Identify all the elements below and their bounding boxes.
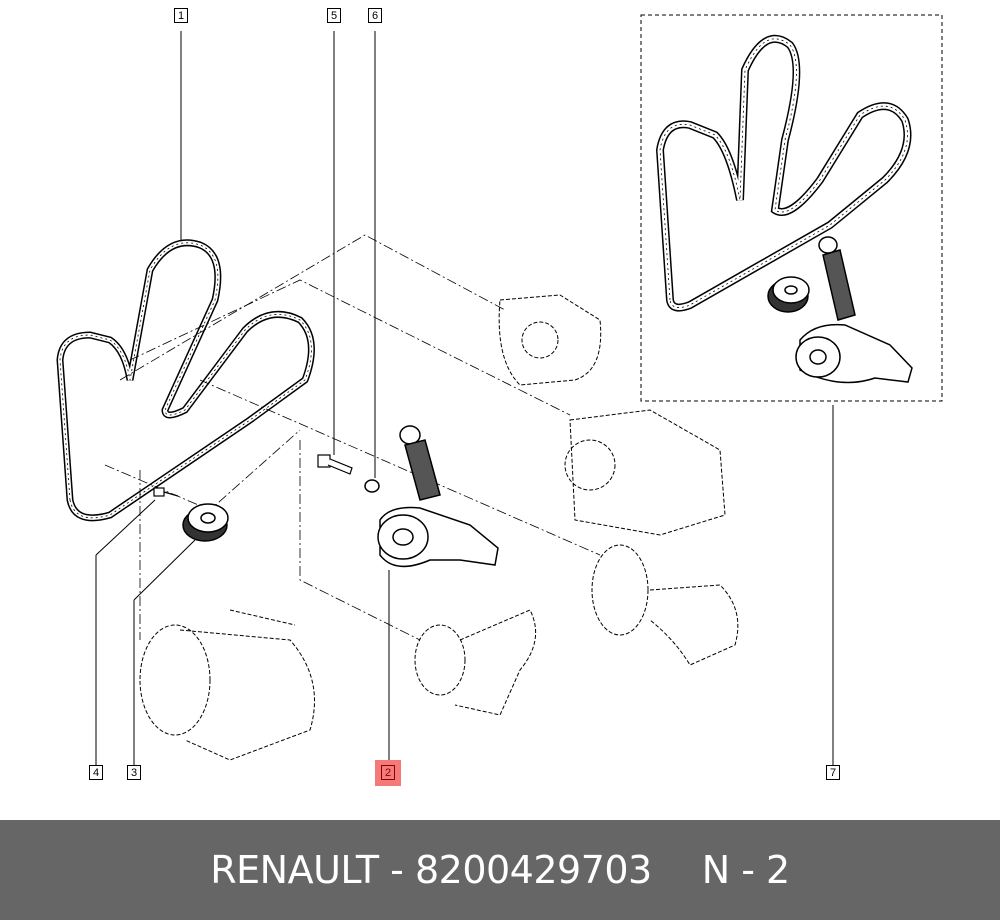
brand-label: RENAULT xyxy=(210,848,379,892)
serpentine-belt-main xyxy=(56,239,315,522)
part-footer: RENAULT - 8200429703 N - 2 xyxy=(0,820,1000,920)
idler-pulley xyxy=(182,503,229,542)
callout-3[interactable]: 3 xyxy=(127,765,141,780)
inset-idler-pulley xyxy=(767,276,810,313)
highlight-marker xyxy=(375,760,401,786)
alternator-outline xyxy=(564,409,726,536)
serpentine-belt-inset xyxy=(655,34,912,312)
callout-1[interactable]: 1 xyxy=(174,8,188,23)
inset-tensioner xyxy=(795,236,913,384)
callout-5[interactable]: 5 xyxy=(327,8,341,23)
callout-2[interactable]: 2 xyxy=(381,765,395,780)
crankshaft-pulley-outline xyxy=(591,544,739,666)
separator: - xyxy=(390,848,404,892)
tensioner-bolt xyxy=(317,454,353,475)
belt-tensioner xyxy=(377,425,499,568)
idler-bolt xyxy=(153,487,179,497)
water-pump-outline xyxy=(498,294,602,386)
belt-tensioner-exploded-diagram xyxy=(56,14,943,765)
ac-compressor-outline xyxy=(139,609,315,761)
power-steering-pump-outline xyxy=(414,609,537,716)
callout-7[interactable]: 7 xyxy=(826,765,840,780)
callout-4[interactable]: 4 xyxy=(89,765,103,780)
part-number: 8200429703 xyxy=(414,848,652,892)
position-label: N - 2 xyxy=(701,848,790,892)
callout-6[interactable]: 6 xyxy=(368,8,382,23)
washer xyxy=(364,479,380,493)
